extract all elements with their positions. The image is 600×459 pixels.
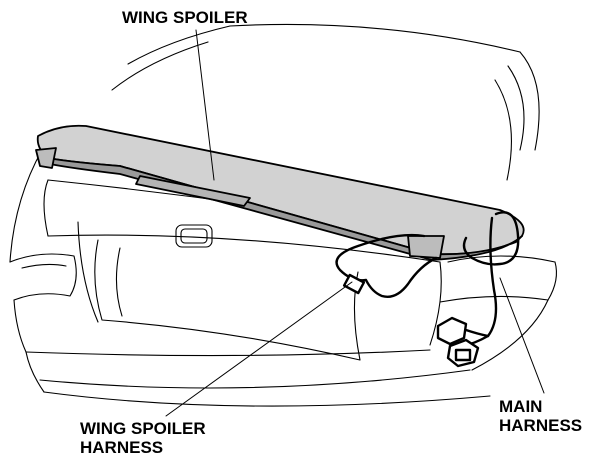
right-quarter bbox=[471, 299, 549, 371]
spoiler-center-recess bbox=[135, 175, 251, 207]
harness-connector-left bbox=[342, 273, 366, 295]
wing-spoiler-harness-label: WING SPOILER HARNESS bbox=[80, 419, 206, 457]
right-quarter-lower bbox=[547, 261, 557, 301]
wing-spoiler-label-text: WING SPOILER bbox=[122, 8, 248, 27]
leader-wing-spoiler-harness bbox=[165, 281, 353, 417]
right-tail-light bbox=[447, 255, 556, 263]
wing-spoiler-harness-label-line2: HARNESS bbox=[80, 438, 164, 457]
main-connector-upper bbox=[436, 316, 468, 346]
spoiler-right-stand bbox=[407, 235, 445, 259]
right-tail-light-lower bbox=[439, 295, 549, 303]
main-harness-label-line2: HARNESS bbox=[499, 416, 583, 435]
rear-window-right-trim bbox=[494, 79, 512, 181]
plate-recess-inner bbox=[115, 247, 123, 317]
plate-recess bbox=[94, 239, 361, 361]
car-body bbox=[9, 23, 557, 407]
harness-cable-left bbox=[335, 233, 438, 298]
leader-wing-spoiler bbox=[195, 29, 215, 181]
main-harness-label: MAIN HARNESS bbox=[499, 397, 582, 435]
leader-main-harness bbox=[499, 277, 545, 394]
trunk-lid-left bbox=[43, 179, 49, 237]
wing-spoiler-harness bbox=[335, 211, 520, 298]
rear-window-right bbox=[519, 51, 540, 151]
left-quarter-panel bbox=[9, 149, 43, 263]
rear-window-right-inner bbox=[507, 65, 525, 151]
main-connector-lower-detail bbox=[454, 348, 472, 362]
main-harness-cable bbox=[460, 216, 498, 348]
wing-spoiler-label: WING SPOILER bbox=[122, 8, 248, 27]
bumper-line bbox=[39, 369, 471, 389]
bumper-top bbox=[25, 349, 431, 357]
wing-spoiler-harness-label-line1: WING SPOILER bbox=[80, 419, 206, 438]
main-harness-label-line1: MAIN bbox=[499, 397, 543, 416]
rear-window-left-inner bbox=[111, 41, 209, 91]
left-tail-light bbox=[9, 253, 77, 301]
trunk-lid-edge bbox=[47, 234, 441, 263]
wing-spoiler bbox=[35, 124, 525, 261]
left-lower-side bbox=[13, 299, 27, 353]
harness-cable-right bbox=[462, 211, 520, 266]
main-connector-lower bbox=[446, 338, 480, 368]
leader-lines bbox=[165, 29, 545, 417]
rear-emblem bbox=[175, 224, 213, 248]
bumper-lower bbox=[43, 391, 491, 407]
rear-emblem-inner bbox=[180, 228, 208, 244]
bumper-left-end bbox=[25, 351, 45, 393]
plate-recess-side bbox=[77, 221, 99, 323]
left-tail-light-inner bbox=[21, 263, 67, 269]
main-harness-branch bbox=[464, 328, 490, 338]
spoiler-left-stand bbox=[35, 147, 57, 169]
roof-line bbox=[229, 23, 521, 53]
rear-window-left bbox=[127, 25, 231, 65]
main-harness bbox=[436, 216, 498, 368]
